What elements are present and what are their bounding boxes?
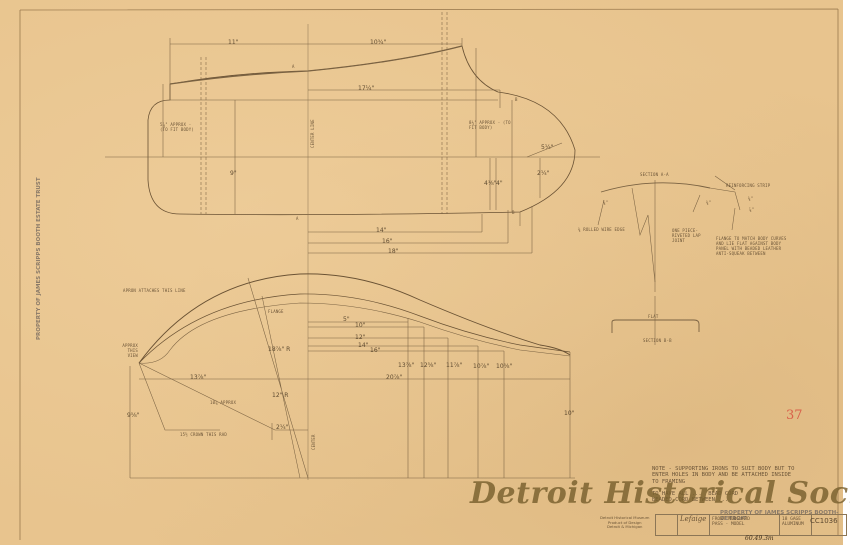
note-approx-view: APPROX THIS VIEW [122,343,138,358]
title-block-logo [656,515,678,535]
note-flange-side: FLANGE [268,309,284,314]
dim-left-height-side: 9⅝" [127,412,140,419]
dim-radius-a: 18⅞" R [268,346,291,353]
dim-center-width: 9" [230,170,237,177]
handwritten-accession: 60.49.3m [745,535,774,542]
marker-b-bottom: B [512,210,515,215]
dim-right-base: 20⅞" [386,374,403,381]
drawing-number: CC1036 [810,517,838,525]
dim-bottom-18: 18" [388,248,399,255]
note-approx-radius: 10⅞ APPROX [210,400,237,405]
dim-aa-5: ⅞" [749,207,755,212]
note-lap-joint: ONE PIECE-RIVETED LAP JOINT [672,228,701,243]
red-mark: 37 [786,408,803,423]
dim-tip-height: 2¼" [537,170,550,177]
section-bb-flat: FLAT [648,314,659,319]
marker-a-top: A [292,64,295,69]
title-block-title: FRONT MUDGUARD PASS - MODEL [710,515,780,535]
dim-aa-3: ⅜" [706,200,712,205]
dim-bottom-16: 16" [382,238,393,245]
dim-offset: 2¼" [276,424,289,431]
dim-h1: 13⅞" [398,362,415,369]
dim-h5: 10⅝" [496,363,513,370]
dim-h4: 10⅞" [473,363,490,370]
dim-right-small-a: 4⅛" [484,180,497,187]
note-rolled-edge: ⅜ ROLLED WIRE EDGE [578,227,625,232]
dim-bottom-14: 14" [376,227,387,234]
dim-side-14: 14" [358,342,369,349]
title-block-material: 18 GAGE ALUMINUM [780,515,812,535]
side-property-stamp: PROPERTY OF JAMES SCRIPPS BOOTH ESTATE T… [36,177,42,340]
dim-right-small-b: 4" [496,180,503,187]
dim-top-left: 11" [228,39,239,46]
dim-radius: 5¼" [541,144,554,151]
note-center: CENTER [311,434,316,450]
dim-side-5: 5" [343,316,350,323]
dim-side-10: 10" [355,322,366,329]
dim-side-16: 16" [370,347,381,354]
dim-side-12: 12" [355,334,366,341]
dim-aa-1: ⅝" [603,200,609,205]
dim-right-height: 8¼" APPROX - (TO FIT BODY) [469,120,511,130]
dim-aa-4: ⅝" [748,196,754,201]
dim-inner-top: 17¼" [358,85,375,92]
marker-a-bottom: A [296,216,299,221]
title-block: Lefaige FRONT MUDGUARD PASS - MODEL 18 G… [655,514,847,536]
note-reinforcing: REINFORCING STRIP [726,183,771,188]
dim-h3: 11⅞" [446,362,463,369]
dim-left-base: 13⅞" [190,374,207,381]
section-aa-title: SECTION A-A [640,172,669,177]
title-block-signature: Lefaige [678,515,710,535]
center-line-label: CENTER LINE [310,119,315,148]
museum-credit: Detroit Historical Museum Product of Des… [600,515,650,529]
note-apron: APRON ATTACHES THIS LINE [123,288,186,293]
dim-left-height: 5⅞" APPROX - (TO FIT BODY) [160,122,194,132]
note-flange: FLANGE TO MATCH BODY CURVES AND LIE FLAT… [716,236,787,256]
dim-top-right: 10¾" [370,39,387,46]
dim-radius-b: 12" R [272,392,289,399]
section-bb-title: SECTION B-B [643,338,672,343]
supporting-irons-note: NOTE - SUPPORTING IRONS TO SUIT BODY BUT… [652,466,795,504]
dim-h2: 12⅝" [420,362,437,369]
note-crown: 15½ CROWN THIS RAD [180,432,227,437]
dim-right-height-side: 10" [564,410,575,417]
property-stamp: PROPERTY OF JAMES SCRIPPS BOOTH-DETROIT [720,510,839,522]
marker-b-top: B [515,97,518,102]
watermark: Detroit Historical Society [470,476,850,511]
